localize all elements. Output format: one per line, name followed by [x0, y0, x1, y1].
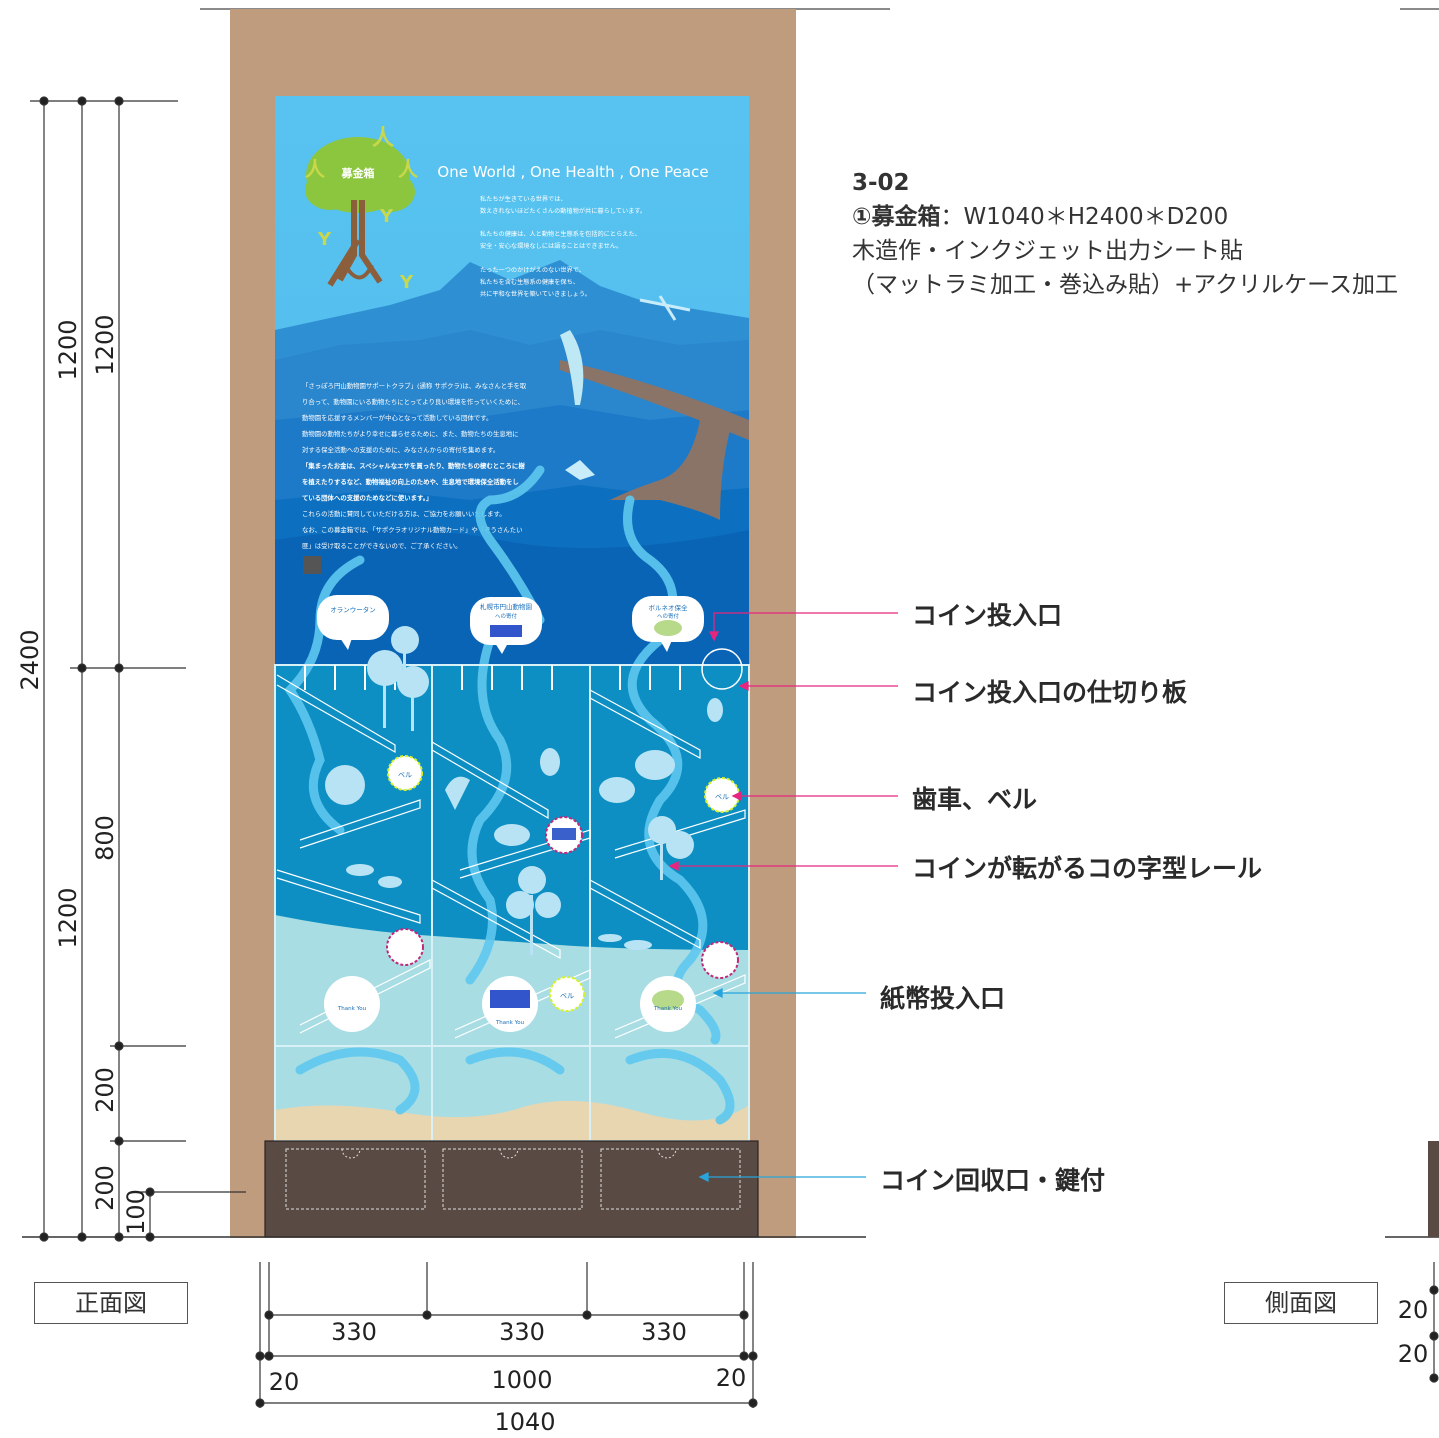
svg-text:を植えたりするなど、動物福祉の向上のためや、生息地で環境保全: を植えたりするなど、動物福祉の向上のためや、生息地で環境保全活動をし — [302, 477, 519, 486]
bell-icon: ベル ベル ベル — [387, 755, 740, 1012]
animal-silhouettes — [325, 626, 723, 955]
dim-total-width: 1040 — [494, 1408, 555, 1436]
poster-panel: 募金箱 人 人 人 Y Y Y One World , One Health ,… — [274, 96, 750, 1142]
callout-gear-bell: 歯車、ベル — [912, 785, 1038, 814]
dim-col3: 330 — [641, 1318, 687, 1346]
dim-base-200b: 200 — [91, 1165, 119, 1211]
svg-text:ベル: ベル — [715, 793, 729, 801]
dim-edge-left: 20 — [269, 1368, 300, 1396]
svg-text:なお、この募金箱では、「サポクラオリジナル動物カード」や「ぞ: なお、この募金箱では、「サポクラオリジナル動物カード」や「ぞうさんたい — [302, 525, 522, 534]
side-view-box — [1428, 1141, 1439, 1237]
svg-text:私たちを含む生態系の健康を保ち、: 私たちを含む生態系の健康を保ち、 — [480, 278, 579, 286]
spec-code: 3-02 — [852, 170, 910, 196]
dim-inner: 1000 — [491, 1366, 552, 1394]
svg-text:これらの活動に賛同していただける方は、ご協力をお願いいたしま: これらの活動に賛同していただける方は、ご協力をお願いいたします。 — [302, 509, 506, 518]
vertical-dimensions — [30, 96, 246, 1242]
svg-text:オランウータン: オランウータン — [330, 605, 376, 614]
dragonfly-icon — [639, 295, 691, 321]
dim-upper-b: 1200 — [91, 314, 119, 375]
svg-text:Y: Y — [379, 206, 394, 227]
dim-col1: 330 — [331, 1318, 377, 1346]
svg-text:Thank You: Thank You — [653, 1006, 682, 1012]
svg-text:共に平和な世界を築いていきましょう。: 共に平和な世界を築いていきましょう。 — [480, 290, 591, 298]
dim-side-20b: 20 — [1398, 1340, 1429, 1368]
svg-text:への寄付: への寄付 — [657, 612, 680, 620]
slot-dividers — [304, 665, 681, 690]
svg-text:人: 人 — [305, 157, 326, 181]
svg-text:Thank You: Thank You — [337, 1006, 366, 1012]
orangutan-icon — [610, 420, 730, 520]
side-view-label: 側面図 — [1224, 1282, 1378, 1324]
dim-upper-a: 1200 — [54, 319, 82, 380]
svg-text:Y: Y — [399, 272, 414, 293]
spec-line1: ①募金箱：W1040＊H2400＊D200 — [852, 200, 1398, 234]
coin-slot-marker — [701, 648, 743, 690]
callout-bill-slot: 紙幣投入口 — [880, 984, 1006, 1013]
callout-slot-divider: コイン投入口の仕切り板 — [912, 678, 1188, 707]
svg-text:り合って、動物園にいる動物たちにとってより良い環境を作ってい: り合って、動物園にいる動物たちにとってより良い環境を作っていくために、 — [302, 397, 524, 406]
dim-col2: 330 — [499, 1318, 545, 1346]
svg-text:私たちの健康は、人と動物と生態系を包括的にとらえた、: 私たちの健康は、人と動物と生態系を包括的にとらえた、 — [480, 230, 641, 238]
svg-text:「集まったお金は、スペシャルなエサを買ったり、動物たちの棲む: 「集まったお金は、スペシャルなエサを買ったり、動物たちの棲むところに樹 — [302, 461, 525, 470]
svg-text:たった一つのかけがえのない世界で、: たった一つのかけがえのない世界で、 — [480, 266, 585, 274]
callout-coin-collect: コイン回収口・鍵付 — [880, 1166, 1106, 1195]
body-text: 「さっぽろ円山動物園サポートクラブ」(通称 サポクラ)は、みなさんと手を取 り合… — [302, 381, 527, 550]
branch-icon — [560, 360, 749, 440]
svg-text:動物園を応援するメンバーが中心となって活動している団体です。: 動物園を応援するメンバーが中心となって活動している団体です。 — [302, 413, 492, 422]
side-dimensions — [1429, 1262, 1439, 1383]
svg-text:への寄付: への寄付 — [495, 612, 518, 620]
svg-text:ベル: ベル — [398, 771, 412, 779]
dim-side-20a: 20 — [1398, 1296, 1429, 1324]
collection-base — [264, 1140, 759, 1238]
tree-logo-icon — [305, 137, 415, 287]
qr-code-icon — [303, 556, 321, 574]
spec-line2: 木造作・インクジェット出力シート貼 — [852, 238, 1243, 264]
svg-text:ている団体への支援のためなどに使います。」: ている団体への支援のためなどに使います。」 — [302, 493, 432, 502]
intro-text: 私たちが生きている世界では、 数えきれないほどたくさんの動植物が共に暮らしていま… — [480, 195, 646, 298]
svg-text:数えきれないほどたくさんの動植物が共に暮らしています。: 数えきれないほどたくさんの動植物が共に暮らしています。 — [480, 207, 646, 215]
dim-base-200a: 200 — [91, 1067, 119, 1113]
dim-base-100: 100 — [122, 1189, 150, 1235]
dim-total-height: 2400 — [16, 629, 44, 690]
spec-block: 3-02 ①募金箱：W1040＊H2400＊D200 木造作・インクジェット出力… — [852, 166, 1398, 302]
horizontal-dimensions — [255, 1262, 758, 1408]
dim-edge-right: 20 — [716, 1364, 747, 1392]
spec-product: ①募金箱 — [852, 204, 941, 230]
gear-icon — [386, 816, 739, 979]
svg-text:安全・安心な環境なしには語ることはできません。: 安全・安心な環境なしには語ることはできません。 — [480, 242, 622, 250]
svg-text:札幌市円山動物園: 札幌市円山動物園 — [480, 602, 532, 611]
front-view-label: 正面図 — [34, 1282, 188, 1324]
svg-text:対する保全活動への支援のために、みなさんからの寄付を集めます: 対する保全活動への支援のために、みなさんからの寄付を集めます。 — [302, 445, 499, 454]
svg-text:人: 人 — [398, 157, 419, 181]
svg-text:人: 人 — [372, 126, 394, 151]
dim-case-h: 800 — [91, 815, 119, 861]
poster-headline: One World , One Health , One Peace — [437, 163, 708, 181]
hornbill-icon — [560, 330, 584, 405]
svg-text:私たちが生きている世界では、: 私たちが生きている世界では、 — [480, 195, 567, 203]
svg-text:ボルネオ保全: ボルネオ保全 — [649, 603, 689, 612]
callout-coin-slot: コイン投入口 — [912, 601, 1063, 630]
callout-leaders — [668, 612, 898, 1183]
svg-text:匪」は受け取ることができないので、ご了承ください。: 匪」は受け取ることができないので、ご了承ください。 — [302, 541, 462, 550]
bubble-zoo: 札幌市円山動物園 への寄付 — [470, 597, 542, 654]
svg-text:動物園の動物たちがより幸せに暮らせるために、また、動物たちの: 動物園の動物たちがより幸せに暮らせるために、また、動物たちの生息地に — [302, 429, 519, 438]
butterfly-icon — [565, 460, 595, 480]
dim-lower-a: 1200 — [54, 887, 82, 948]
svg-text:「さっぽろ円山動物園サポートクラブ」(通称 サポクラ)は、み: 「さっぽろ円山動物園サポートクラブ」(通称 サポクラ)は、みなさんと手を取 — [302, 381, 527, 390]
svg-text:ベル: ベル — [560, 992, 574, 1000]
thank-you-circles: Thank You Thank You Thank You — [324, 976, 696, 1032]
svg-text:Y: Y — [317, 229, 332, 250]
spec-line3: （マットラミ加工・巻込み貼）+アクリルケース加工 — [852, 272, 1398, 298]
callout-rail: コインが転がるコの字型レール — [912, 854, 1263, 883]
logo-title: 募金箱 — [341, 166, 375, 180]
bubble-borneo: ボルネオ保全 への寄付 — [632, 596, 704, 652]
bubble-orangutan: オランウータン — [317, 595, 389, 650]
spec-size: ：W1040＊H2400＊D200 — [940, 204, 1229, 230]
svg-text:Thank You: Thank You — [495, 1020, 524, 1026]
